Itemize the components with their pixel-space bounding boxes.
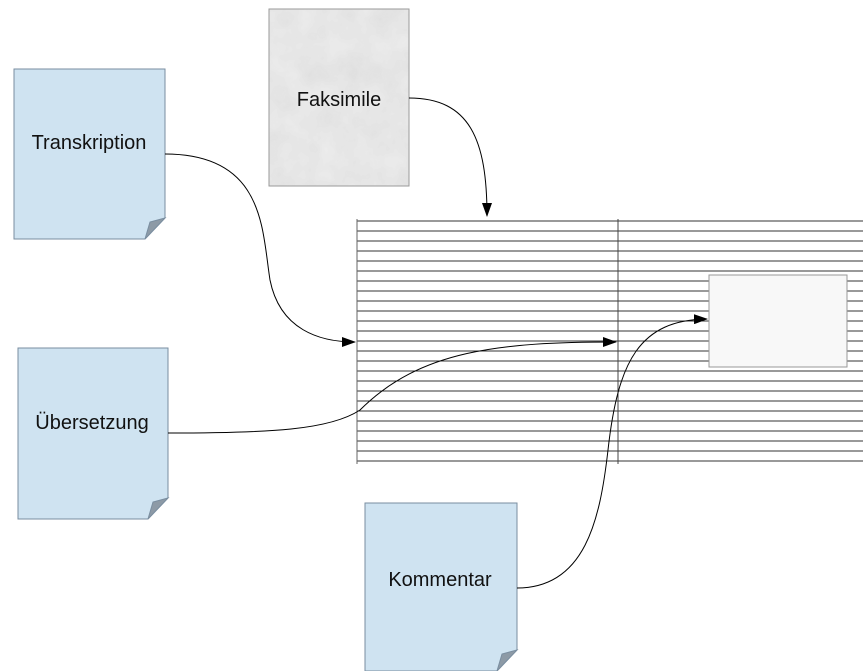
uebersetzung-arrow <box>167 337 617 434</box>
transkription-folded-corner <box>144 217 167 240</box>
faksimile-label: Faksimile <box>297 89 381 111</box>
connectors <box>164 97 708 589</box>
transkription-label: Transkription <box>32 132 147 154</box>
faksimile-texture <box>269 9 409 186</box>
transkription-document: Transkription <box>13 68 167 240</box>
faksimile-arrow <box>408 97 492 217</box>
kommentar-document: Kommentar <box>364 502 519 671</box>
edition-page <box>356 219 863 464</box>
kommentar-folded-corner <box>496 649 519 671</box>
commentary-box <box>708 274 848 368</box>
kommentar-label: Kommentar <box>388 569 492 591</box>
uebersetzung-folded-corner <box>147 497 170 520</box>
transkription-arrow <box>164 153 356 347</box>
kommentar-arrow <box>516 314 708 589</box>
faksimile-document: Faksimile <box>268 8 410 187</box>
uebersetzung-label: Übersetzung <box>35 412 148 434</box>
uebersetzung-document: Übersetzung <box>17 347 170 520</box>
